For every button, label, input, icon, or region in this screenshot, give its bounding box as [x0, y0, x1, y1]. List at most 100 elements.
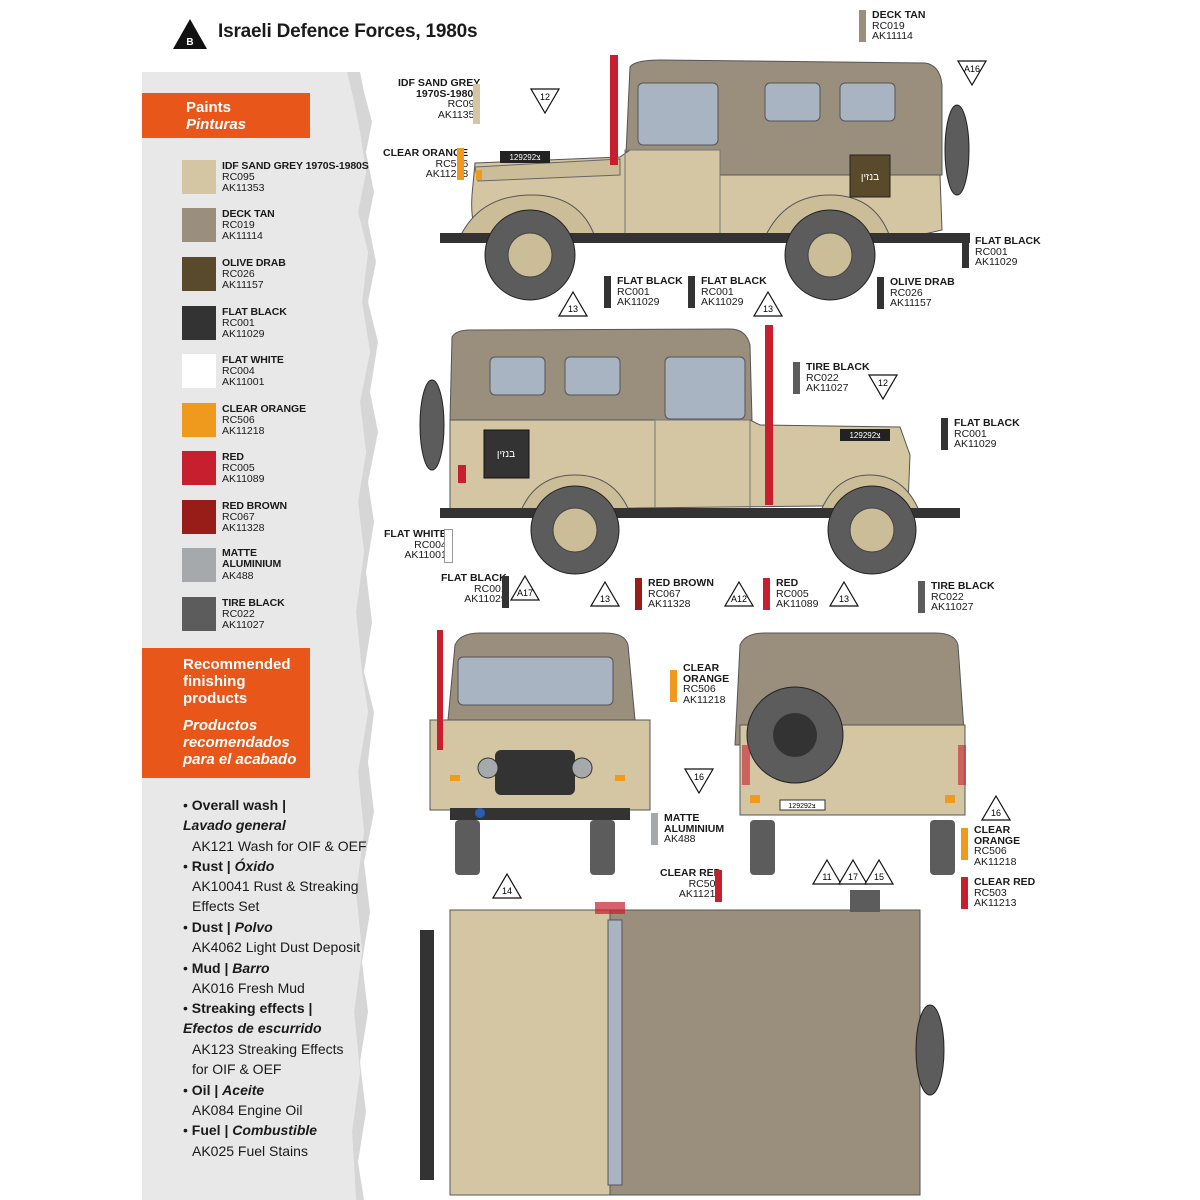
view-marker: A17: [510, 575, 540, 601]
paint-callout-bar: [473, 84, 480, 124]
paint-callout-bar: [651, 813, 658, 845]
paint-swatch: [182, 500, 216, 534]
paint-code: AK11218: [222, 425, 265, 437]
finishing-product: AK025 Fuel Stains: [192, 1143, 308, 1159]
paint-name: FLAT WHITE: [222, 354, 284, 366]
svg-text:13: 13: [839, 594, 849, 604]
finishing-product: AK016 Fresh Mud: [192, 980, 305, 996]
svg-text:12: 12: [878, 378, 888, 388]
finishing-product: AK10041 Rust & Streaking: [192, 878, 359, 894]
svg-text:בנזין: בנזין: [861, 172, 879, 183]
paint-code: AK11353: [222, 182, 265, 194]
paint-callout-bar: [688, 276, 695, 308]
paint-code: RC067: [222, 511, 255, 523]
svg-text:13: 13: [763, 304, 773, 314]
view-marker: 13: [590, 581, 620, 607]
svg-text:11: 11: [822, 872, 831, 882]
view-marker: A16: [957, 60, 987, 86]
view-marker: 12: [530, 88, 560, 114]
finishing-item: • Oil | Aceite: [183, 1082, 265, 1098]
paint-swatch: [182, 403, 216, 437]
svg-text:129292צ: 129292צ: [509, 153, 541, 162]
paint-code: AK11001: [222, 376, 265, 388]
view-marker: 16: [981, 795, 1011, 821]
finishing-item: • Streaking effects |: [183, 1000, 313, 1016]
finishing-item: • Fuel | Combustible: [183, 1122, 318, 1138]
paint-code: AK11089: [222, 473, 265, 485]
paint-swatch: [182, 160, 216, 194]
paint-code: RC022: [222, 608, 255, 620]
finishing-product: AK121 Wash for OIF & OEF: [192, 838, 367, 854]
paint-callout-bar: [670, 670, 677, 702]
finishing-product: for OIF & OEF: [192, 1061, 282, 1077]
paint-code: RC005: [222, 462, 255, 474]
paints-header: Paints Pinturas: [142, 93, 310, 138]
paint-code: RC001: [222, 317, 255, 329]
paint-callout-bar: [763, 578, 770, 610]
vehicle-rear-view: 129292צ: [734, 632, 966, 875]
svg-text:A12: A12: [731, 594, 747, 604]
paint-callout-bar: [793, 362, 800, 394]
vehicle-top-view: [420, 890, 945, 1196]
view-marker: 17: [838, 859, 868, 885]
paint-callout-bar: [457, 148, 464, 180]
view-marker: 13: [829, 581, 859, 607]
paint-callout-bar: [604, 276, 611, 308]
paint-name: OLIVE DRAB: [222, 257, 286, 269]
paint-swatch: [182, 597, 216, 631]
paint-callout-bar: [444, 529, 453, 563]
paint-name: DECK TAN: [222, 208, 275, 220]
paint-swatch: [182, 208, 216, 242]
paint-callout-bar: [918, 581, 925, 613]
view-marker: 13: [558, 291, 588, 317]
svg-text:12: 12: [540, 92, 550, 102]
svg-text:13: 13: [600, 594, 610, 604]
svg-text:A17: A17: [517, 588, 533, 598]
paint-callout-bar: [715, 870, 722, 902]
vehicle-left-side-view: 129292צ בנזין: [419, 325, 960, 575]
paint-code: RC019: [222, 219, 255, 231]
paint-code: AK488: [222, 570, 254, 582]
view-marker: A12: [724, 581, 754, 607]
paint-swatch: [182, 354, 216, 388]
svg-text:B: B: [186, 37, 193, 48]
view-marker: 16: [684, 768, 714, 794]
svg-text:14: 14: [502, 886, 512, 896]
paints-title-en: Paints: [186, 99, 232, 116]
finishing-header: Recommended finishing products Productos…: [142, 648, 310, 778]
page-title: Israeli Defence Forces, 1980s: [218, 21, 478, 42]
finishing-item: • Dust | Polvo: [183, 919, 273, 935]
svg-text:16: 16: [694, 772, 704, 782]
paint-code: RC095: [222, 171, 255, 183]
svg-text:16: 16: [991, 808, 1001, 818]
view-marker: 12: [868, 374, 898, 400]
svg-text:A16: A16: [964, 64, 980, 74]
paint-code: AK11029: [222, 328, 265, 340]
paints-title-es: Pinturas: [186, 116, 247, 133]
vehicle-right-side-view: 129292צ בנזין: [440, 55, 970, 301]
paint-name: IDF SAND GREY 1970S-1980S: [222, 160, 369, 172]
paint-callout-bar: [502, 576, 509, 608]
paint-callout-bar: [941, 418, 948, 450]
finishing-title-en-3: products: [183, 690, 248, 707]
